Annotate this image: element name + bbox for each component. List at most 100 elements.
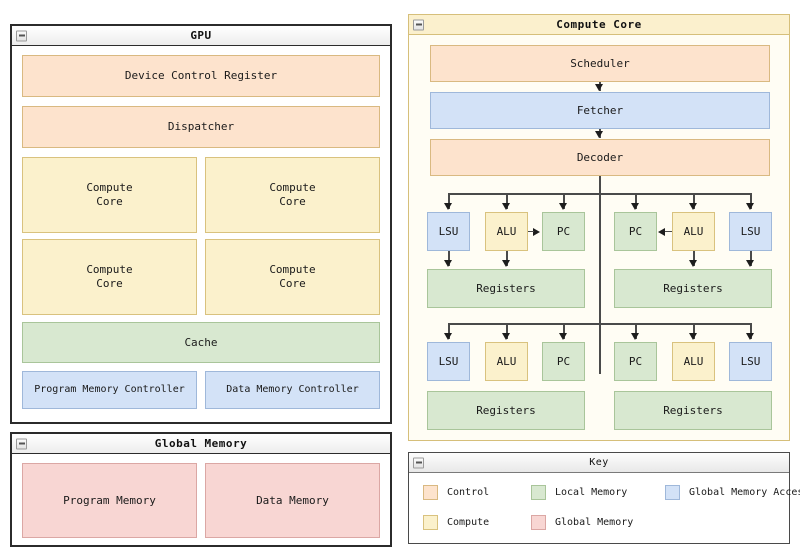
decoder-block[interactable]: Decoder [430,139,770,176]
program-memory-block[interactable]: Program Memory [22,463,197,538]
cache-block[interactable]: Cache [22,322,380,363]
compute-core-panel-title: Compute Core [556,18,642,31]
compute-core-block-4[interactable]: Compute Core [205,239,380,315]
r1-reg-drop-2 [506,251,508,266]
row1-drop-1 [448,193,450,209]
thread-4-registers[interactable]: Registers [614,391,772,430]
arrowhead-r1-u3 [559,203,568,210]
arrowhead-r2-u5 [689,333,698,340]
thread-2-unit-lsu[interactable]: LSU [729,212,772,251]
legend-item-compute: Compute [423,515,489,530]
row1-bus-line [448,193,751,195]
row2-drop-5 [693,323,695,339]
row1-drop-5 [693,193,695,209]
legend-swatch-global-memory [531,515,546,530]
legend-item-local-memory: Local Memory [531,485,627,500]
arrowhead-r1-u4 [631,203,640,210]
compute-core-block-3[interactable]: Compute Core [22,239,197,315]
thread-4-unit-pc[interactable]: PC [614,342,657,381]
thread-2-unit-pc[interactable]: PC [614,212,657,251]
thread-3-registers[interactable]: Registers [427,391,585,430]
legend-label-global-memory-access: Global Memory Access [689,487,800,498]
row1-drop-4 [635,193,637,209]
arrowhead-r1-u6 [746,203,755,210]
arrowhead-r1-u2 [502,203,511,210]
gpu-panel-title: GPU [190,29,212,42]
legend-label-global-memory: Global Memory [555,517,634,528]
minus-square-icon[interactable] [16,438,27,449]
arrowhead-r2-u6 [746,333,755,340]
key-panel-title: Key [589,457,609,468]
global-memory-panel-header: Global Memory [12,434,390,454]
arrowhead-decoder [595,131,604,138]
thread-3-unit-pc[interactable]: PC [542,342,585,381]
row1-drop-2 [506,193,508,209]
row2-drop-4 [635,323,637,339]
legend-label-compute: Compute [447,517,490,528]
dispatcher-block[interactable]: Dispatcher [22,106,380,148]
legend-swatch-local-memory [531,485,546,500]
arrowhead-r2-u4 [631,333,640,340]
thread-4-unit-alu[interactable]: ALU [672,342,715,381]
arrowhead-r1-u1 [444,203,453,210]
thread-3-unit-alu[interactable]: ALU [485,342,528,381]
thread-1-unit-pc[interactable]: PC [542,212,585,251]
compute-core-block-2[interactable]: Compute Core [205,157,380,233]
r1-reg-drop-1 [448,251,450,266]
thread-2-registers[interactable]: Registers [614,269,772,308]
gpu-panel-body: Device Control Register Dispatcher Compu… [12,46,390,424]
connector-alu-pc-1 [528,230,534,232]
device-control-register-block[interactable]: Device Control Register [22,55,380,97]
arrowhead-alu-to-pc-1 [533,227,540,236]
key-panel-header: Key [409,453,789,473]
r1-reg-drop-3 [693,251,695,266]
thread-1-unit-lsu[interactable]: LSU [427,212,470,251]
legend-label-control: Control [447,487,490,498]
thread-1-unit-alu[interactable]: ALU [485,212,528,251]
global-memory-panel-body: Program Memory Data Memory [12,454,390,547]
arrowhead-r2-u3 [559,333,568,340]
thread-4-unit-lsu[interactable]: LSU [729,342,772,381]
row1-drop-3 [563,193,565,209]
scheduler-block[interactable]: Scheduler [430,45,770,82]
gpu-panel-header: GPU [12,26,390,46]
compute-core-block-1[interactable]: Compute Core [22,157,197,233]
legend-swatch-compute [423,515,438,530]
legend-item-control: Control [423,485,489,500]
data-memory-controller-block[interactable]: Data Memory Controller [205,371,380,409]
gpu-panel: GPU Device Control Register Dispatcher C… [10,24,392,424]
data-memory-block[interactable]: Data Memory [205,463,380,538]
program-memory-controller-block[interactable]: Program Memory Controller [22,371,197,409]
row2-drop-3 [563,323,565,339]
thread-3-unit-lsu[interactable]: LSU [427,342,470,381]
global-memory-panel: Global Memory Program Memory Data Memory [10,432,392,547]
minus-square-icon[interactable] [413,457,424,468]
fetcher-block[interactable]: Fetcher [430,92,770,129]
arrowhead-r2-u1 [444,333,453,340]
minus-square-icon[interactable] [16,30,27,41]
key-panel: Key Control Local Memory Global Memory A… [408,452,800,544]
r1-reg-drop-4 [750,251,752,266]
arrowhead-r1-reg-1 [444,260,453,267]
minus-square-icon[interactable] [413,19,424,30]
arrowhead-alu-to-pc-2 [658,227,665,236]
legend-item-global-memory: Global Memory [531,515,633,530]
legend-swatch-global-memory-access [665,485,680,500]
compute-core-panel-body: Scheduler Fetcher Decoder [409,35,789,440]
compute-core-panel: Compute Core Scheduler Fetcher Decoder [408,14,790,441]
thread-1-registers[interactable]: Registers [427,269,585,308]
global-memory-panel-title: Global Memory [154,437,248,450]
legend-label-local-memory: Local Memory [555,487,628,498]
arrowhead-r1-reg-4 [746,260,755,267]
row1-drop-6 [750,193,752,209]
legend-swatch-control [423,485,438,500]
connector-alu-pc-2 [665,230,672,232]
row2-drop-2 [506,323,508,339]
decoder-trunk-line [599,176,601,374]
arrowhead-r1-u5 [689,203,698,210]
legend-item-global-memory-access: Global Memory Access [665,485,800,500]
row2-bus-line [448,323,751,325]
arrowhead-r1-reg-3 [689,260,698,267]
thread-2-unit-alu[interactable]: ALU [672,212,715,251]
